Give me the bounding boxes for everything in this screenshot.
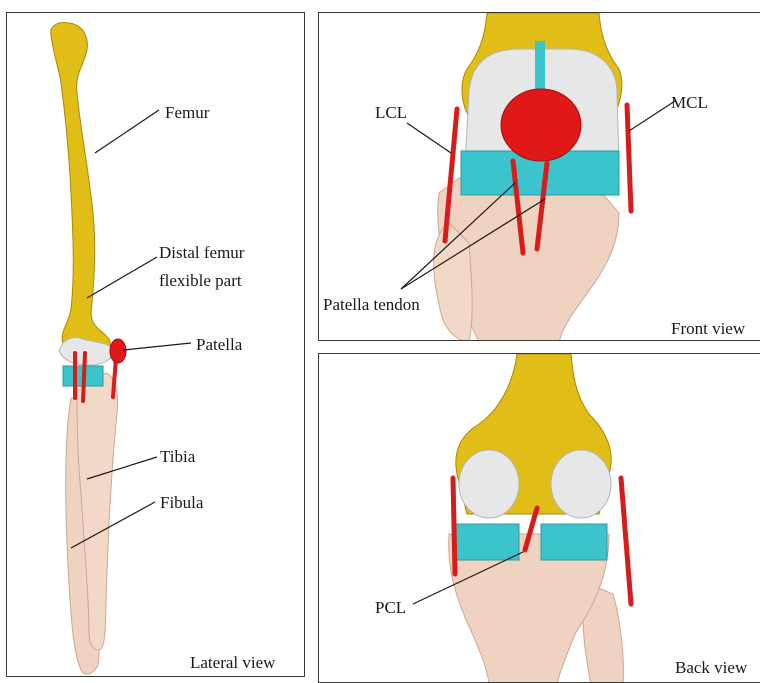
label-distal-femur-line2: flexible part [159, 271, 242, 291]
lateral-condyle [551, 450, 611, 518]
label-femur: Femur [165, 103, 209, 123]
back-view-panel: PCL Back view [318, 353, 760, 683]
femur-shape [51, 23, 110, 358]
label-patella-tendon: Patella tendon [323, 295, 420, 315]
leader-lcl [407, 123, 451, 153]
label-distal-femur-line1: Distal femur [159, 243, 244, 263]
back-view-illustration [319, 354, 760, 683]
front-view-panel: LCL MCL Patella tendon Front view [318, 12, 760, 341]
caption-front-view: Front view [671, 319, 745, 339]
label-mcl: MCL [671, 93, 708, 113]
leader-mcl [629, 101, 675, 131]
label-tibia: Tibia [160, 447, 195, 467]
lateral-view-illustration [7, 13, 305, 677]
leader-patella [123, 343, 191, 350]
caption-lateral-view: Lateral view [190, 653, 275, 673]
front-view-illustration [319, 13, 760, 341]
patella-shape [501, 89, 581, 161]
label-pcl: PCL [375, 598, 406, 618]
label-lcl: LCL [375, 103, 407, 123]
label-patella: Patella [196, 335, 242, 355]
meniscus-left [453, 524, 519, 560]
patella-shape [110, 339, 126, 363]
caption-back-view: Back view [675, 658, 747, 678]
meniscus-right [541, 524, 607, 560]
leader-femur [95, 110, 159, 153]
label-fibula: Fibula [160, 493, 203, 513]
lateral-view-panel: Femur Distal femur flexible part Patella… [6, 12, 305, 677]
medial-condyle [459, 450, 519, 518]
leader-distal-femur [87, 257, 157, 298]
